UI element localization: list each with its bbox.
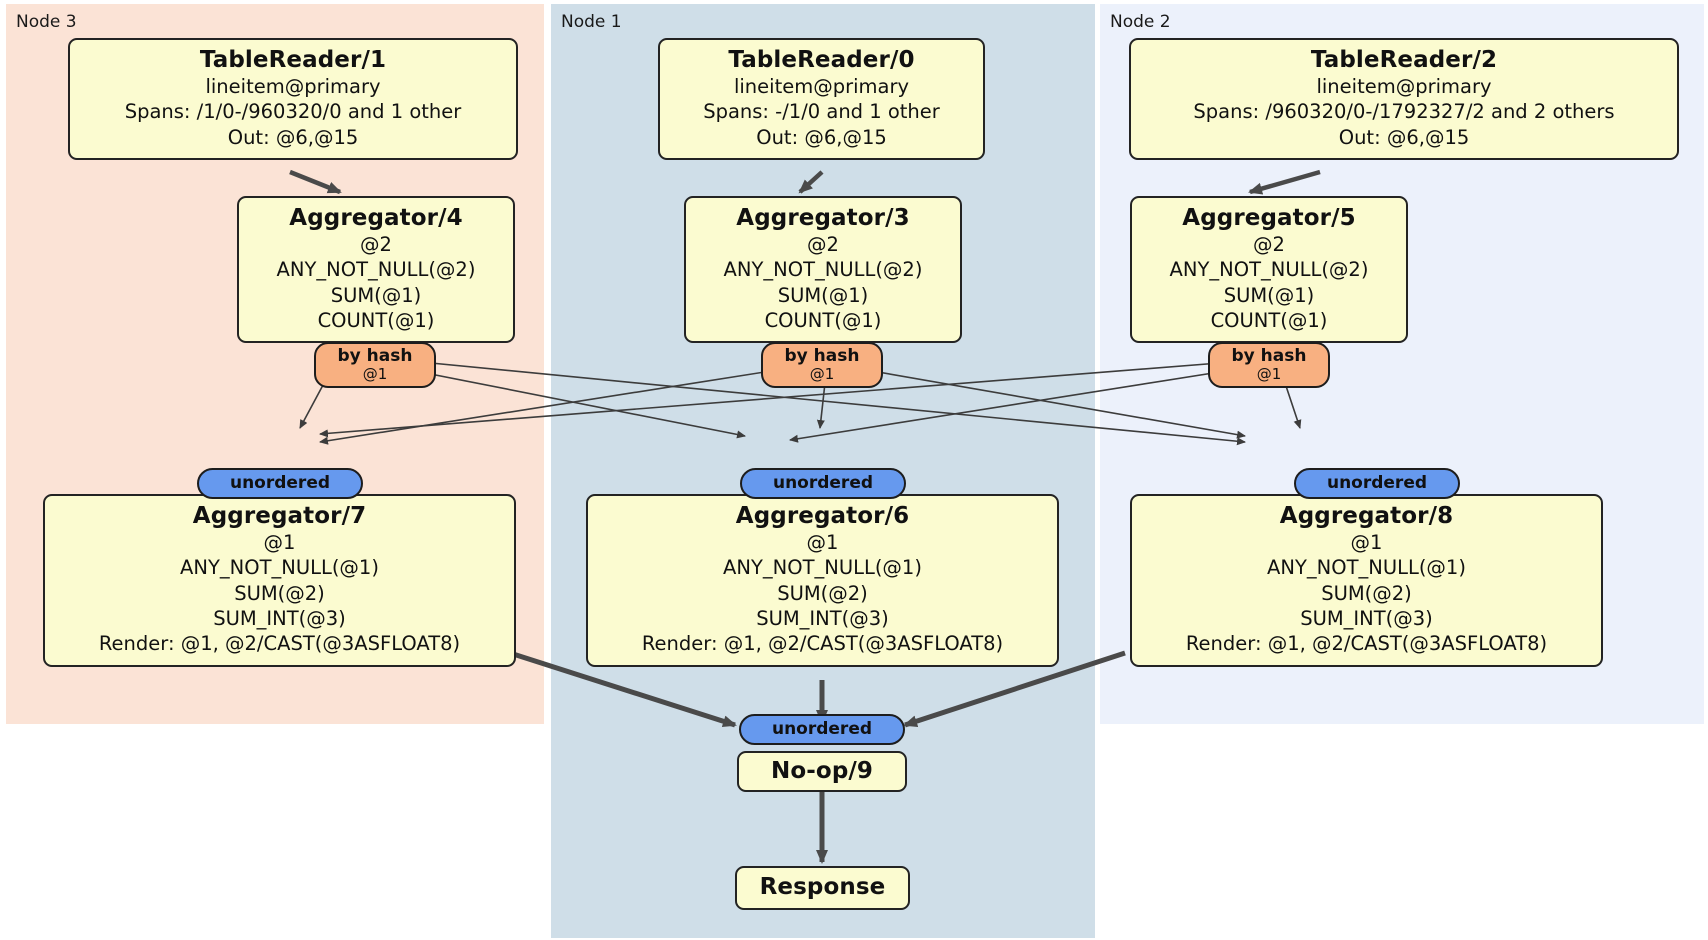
badge-label: unordered: [772, 473, 874, 493]
processor-detail-line: SUM_INT(@3): [213, 607, 346, 631]
processor-detail-line: SUM(@2): [777, 581, 868, 605]
processor-detail-line: SUM(@1): [1223, 283, 1315, 307]
node-panel-label: Node 2: [1110, 12, 1171, 32]
processor-title: Aggregator/5: [1182, 205, 1356, 231]
processor-detail-line: Render: @1, @2/CAST(@3ASFLOAT8): [1185, 632, 1548, 656]
processor-table-reader-1[interactable]: TableReader/1 lineitem@primary Spans: /1…: [68, 38, 518, 161]
processor-title: No-op/9: [771, 758, 873, 784]
processor-detail-line: COUNT(@1): [1210, 309, 1328, 333]
processor-detail-line: Spans: /960320/0-/1792327/2 and 2 others: [1193, 100, 1615, 124]
processor-detail-line: lineitem@primary: [733, 75, 910, 99]
badge-sublabel: @1: [362, 365, 388, 384]
processor-detail-line: COUNT(@1): [317, 309, 435, 333]
badge-unordered-middle[interactable]: unordered: [740, 468, 906, 500]
badge-sublabel: @1: [1256, 365, 1282, 384]
processor-detail-line: SUM_INT(@3): [756, 607, 889, 631]
node-panel-label: Node 3: [16, 12, 77, 32]
badge-unordered-left[interactable]: unordered: [197, 468, 363, 500]
badge-sublabel: @1: [809, 365, 835, 384]
processor-aggregator-7[interactable]: Aggregator/7 @1 ANY_NOT_NULL(@1) SUM(@2)…: [43, 494, 516, 667]
processor-title: TableReader/0: [728, 47, 915, 73]
processor-title: Aggregator/8: [1279, 503, 1454, 529]
processor-detail-line: COUNT(@1): [764, 309, 882, 333]
processor-detail-line: Spans: /1/0-/960320/0 and 1 other: [124, 100, 462, 124]
badge-label: by hash: [1231, 346, 1307, 366]
processor-detail-line: Spans: -/1/0 and 1 other: [703, 100, 940, 124]
processor-title: Response: [759, 874, 886, 900]
processor-title: TableReader/2: [1310, 47, 1498, 73]
processor-detail-line: lineitem@primary: [1316, 75, 1492, 99]
badge-unordered-right[interactable]: unordered: [1294, 468, 1460, 500]
badge-label: by hash: [784, 346, 860, 366]
processor-detail-line: Out: @6,@15: [227, 125, 359, 149]
processor-detail-line: Render: @1, @2/CAST(@3ASFLOAT8): [641, 632, 1004, 656]
processor-detail-line: SUM(@1): [777, 283, 869, 307]
processor-detail-line: ANY_NOT_NULL(@2): [276, 258, 476, 282]
badge-label: unordered: [771, 719, 873, 739]
processor-title: TableReader/1: [199, 47, 387, 73]
processor-response[interactable]: Response: [735, 866, 910, 911]
processor-detail-line: ANY_NOT_NULL(@2): [1169, 258, 1369, 282]
processor-aggregator-8[interactable]: Aggregator/8 @1 ANY_NOT_NULL(@1) SUM(@2)…: [1130, 494, 1603, 667]
processor-aggregator-6[interactable]: Aggregator/6 @1 ANY_NOT_NULL(@1) SUM(@2)…: [586, 494, 1059, 667]
processor-detail-line: Out: @6,@15: [756, 125, 887, 149]
processor-detail-line: ANY_NOT_NULL(@1): [723, 556, 922, 580]
processor-detail-line: @2: [807, 233, 839, 257]
processor-no-op-9[interactable]: No-op/9: [737, 751, 907, 793]
processor-detail-line: SUM(@1): [330, 283, 422, 307]
processor-detail-line: Out: @6,@15: [1338, 125, 1470, 149]
processor-detail-line: lineitem@primary: [205, 75, 381, 99]
processor-table-reader-0[interactable]: TableReader/0 lineitem@primary Spans: -/…: [658, 38, 985, 161]
processor-detail-line: @2: [1253, 233, 1285, 257]
processor-detail-line: @1: [1350, 531, 1383, 555]
badge-by-hash-right[interactable]: by hash @1: [1208, 342, 1330, 388]
processor-detail-line: SUM(@2): [234, 581, 325, 605]
processor-title: Aggregator/6: [735, 503, 910, 529]
badge-by-hash-middle[interactable]: by hash @1: [761, 342, 883, 388]
processor-detail-line: Render: @1, @2/CAST(@3ASFLOAT8): [98, 632, 461, 656]
processor-table-reader-2[interactable]: TableReader/2 lineitem@primary Spans: /9…: [1129, 38, 1679, 161]
processor-detail-line: SUM_INT(@3): [1300, 607, 1433, 631]
processor-aggregator-5[interactable]: Aggregator/5 @2 ANY_NOT_NULL(@2) SUM(@1)…: [1130, 196, 1408, 344]
processor-title: Aggregator/3: [736, 205, 910, 231]
processor-detail-line: SUM(@2): [1321, 581, 1412, 605]
badge-label: unordered: [1326, 473, 1428, 493]
badge-label: unordered: [229, 473, 331, 493]
processor-aggregator-4[interactable]: Aggregator/4 @2 ANY_NOT_NULL(@2) SUM(@1)…: [237, 196, 515, 344]
badge-unordered-final[interactable]: unordered: [739, 714, 905, 746]
node-panel-label: Node 1: [561, 12, 622, 32]
processor-detail-line: @2: [360, 233, 392, 257]
processor-detail-line: @1: [806, 531, 839, 555]
processor-detail-line: ANY_NOT_NULL(@1): [1267, 556, 1466, 580]
processor-title: Aggregator/7: [192, 503, 367, 529]
processor-title: Aggregator/4: [289, 205, 463, 231]
processor-aggregator-3[interactable]: Aggregator/3 @2 ANY_NOT_NULL(@2) SUM(@1)…: [684, 196, 962, 344]
processor-detail-line: ANY_NOT_NULL(@1): [180, 556, 379, 580]
processor-detail-line: ANY_NOT_NULL(@2): [723, 258, 923, 282]
badge-label: by hash: [337, 346, 413, 366]
processor-detail-line: @1: [263, 531, 296, 555]
badge-by-hash-left[interactable]: by hash @1: [314, 342, 436, 388]
